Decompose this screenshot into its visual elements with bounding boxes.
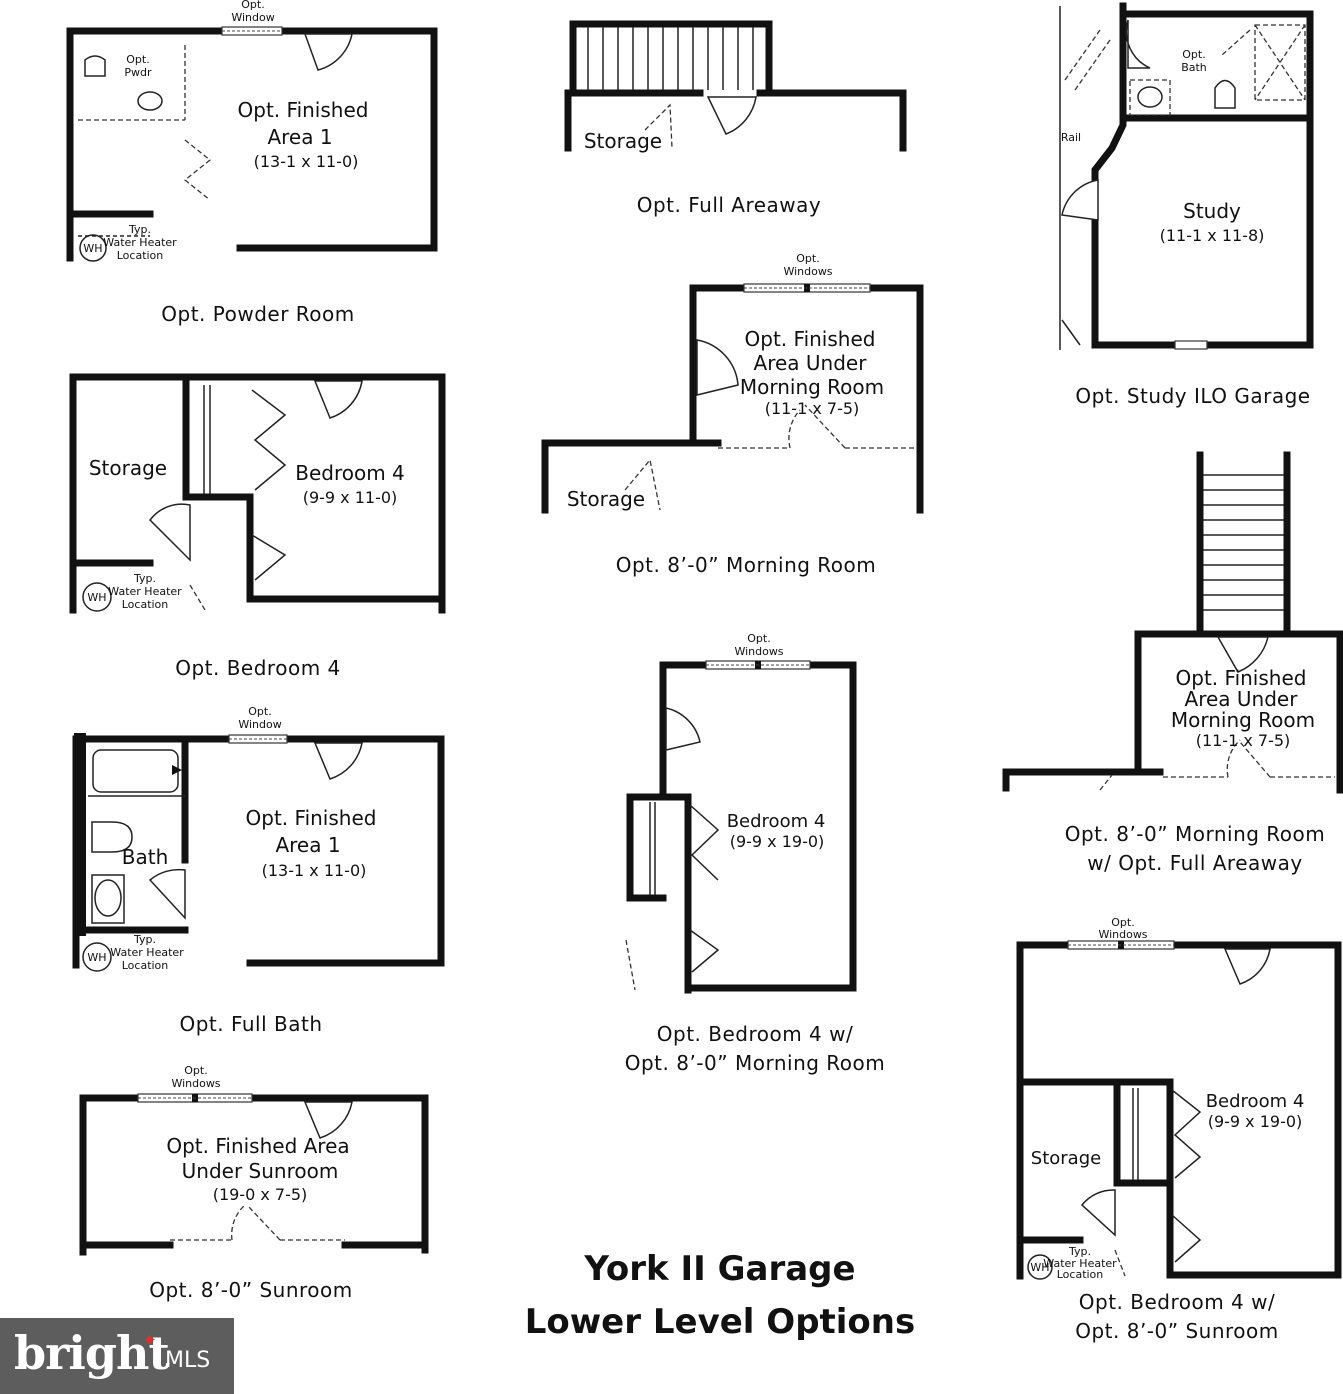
study-bath-label-2: Bath [1181, 61, 1207, 74]
bed4-sunroom-wh-typ: Typ. [1068, 1245, 1091, 1258]
logo-wordmark: bright [14, 1326, 170, 1380]
bed4-sunroom-room-name: Bedroom 4 [1206, 1091, 1305, 1112]
sheet-title-line-1: York II Garage [583, 1249, 855, 1289]
plan-study-ilo-garage: Opt. Bath Rail Study (11-1 x 11-8) Opt. … [1059, 2, 1314, 408]
caption-powder-room: Opt. Powder Room [161, 302, 354, 326]
powder-wh-text: Water Heater [103, 236, 177, 249]
powder-window-label: Opt. [241, 0, 264, 11]
morning-storage-label: Storage [567, 487, 645, 511]
plan-full-bath: Opt. Window Bath Opt. Finished Area 1 (1… [72, 705, 445, 1036]
bed4-sunroom-wh-text: Water Heater [1043, 1257, 1117, 1270]
fullbath-room-name-2: Area 1 [275, 833, 340, 857]
powder-wh-typ: Typ. [128, 223, 151, 236]
fullbath-wh-location: Location [122, 959, 169, 972]
study-bath-label: Opt. [1182, 48, 1205, 61]
bedroom4-room-dims: (9-9 x 11-0) [303, 488, 398, 507]
morning-areaway-room-line-3: Morning Room [1171, 708, 1315, 732]
caption-bed4-morning-line-1: Opt. Bedroom 4 w/ [657, 1022, 854, 1046]
morning-room-line-2: Area Under [754, 351, 868, 375]
bed4-sunroom-window-label: Opt. [1111, 916, 1134, 929]
bedroom4-wh-location: Location [122, 598, 169, 611]
morning-room-dims: (11-1 x 7-5) [765, 399, 860, 418]
caption-bedroom-4: Opt. Bedroom 4 [175, 656, 341, 680]
plan-bedroom4-sunroom: Opt. Windows Bedroom 4 (9-9 x 19-0) Stor… [1016, 916, 1342, 1343]
fullbath-wh-text: Water Heater [110, 946, 184, 959]
fullbath-bath-label: Bath [122, 845, 169, 869]
powder-pwdr-label-2: Pwdr [124, 66, 152, 79]
bright-mls-logo: bright ✦ MLS [0, 1318, 234, 1394]
sheet-title-line-2: Lower Level Options [525, 1302, 916, 1342]
study-room-dims: (11-1 x 11-8) [1160, 226, 1265, 245]
bed4-sunroom-window-label-2: Windows [1098, 928, 1147, 941]
caption-bed4-sunroom-line-2: Opt. 8’-0” Sunroom [1075, 1319, 1279, 1343]
fullbath-window-label: Opt. [248, 705, 271, 718]
fullbath-wh-symbol: WH [87, 951, 106, 964]
plan-morning-room-areaway: Opt. Finished Area Under Morning Room (1… [1002, 451, 1343, 875]
morning-window-label-2: Windows [783, 265, 832, 278]
morning-areaway-room-dims: (11-1 x 7-5) [1196, 731, 1291, 750]
caption-morning-room: Opt. 8’-0” Morning Room [616, 553, 877, 577]
bed4-morning-window-label: Opt. [747, 632, 770, 645]
sunroom-window-label-2: Windows [171, 1077, 220, 1090]
caption-full-areaway: Opt. Full Areaway [637, 193, 822, 217]
powder-room-dims: (13-1 x 11-0) [254, 152, 359, 171]
morning-room-line-1: Opt. Finished [745, 327, 876, 351]
bedroom4-wh-symbol: WH [87, 591, 106, 604]
fullbath-window-label-2: Window [238, 718, 281, 731]
bedroom4-room-name: Bedroom 4 [295, 461, 405, 485]
study-rail-label: Rail [1061, 131, 1081, 144]
plan-bedroom-4: Storage Bedroom 4 (9-9 x 11-0) Typ. Wate… [69, 373, 446, 680]
powder-room-name: Opt. Finished [238, 98, 369, 122]
sunroom-room-dims: (19-0 x 7-5) [213, 1185, 308, 1204]
powder-wh-symbol: WH [83, 242, 102, 255]
bed4-morning-room-dims: (9-9 x 19-0) [730, 832, 825, 851]
bedroom4-storage-label: Storage [89, 456, 167, 480]
powder-room-name-2: Area 1 [267, 125, 332, 149]
bed4-sunroom-wh-symbol: WH [1030, 1261, 1049, 1274]
bed4-sunroom-wh-location: Location [1057, 1268, 1104, 1281]
powder-wh-location: Location [117, 249, 164, 262]
bedroom4-wh-typ: Typ. [133, 572, 156, 585]
caption-bed4-morning-line-2: Opt. 8’-0” Morning Room [625, 1051, 886, 1075]
sunroom-window-label: Opt. [184, 1064, 207, 1077]
plan-full-areaway: Storage Opt. Full Areaway [564, 20, 907, 217]
plan-morning-room: Opt. Windows Opt. Finished Area Under Mo… [541, 252, 924, 577]
bed4-sunroom-room-dims: (9-9 x 19-0) [1208, 1112, 1303, 1131]
sunroom-room-line-1: Opt. Finished Area [166, 1134, 349, 1158]
caption-full-bath: Opt. Full Bath [179, 1012, 322, 1036]
plan-bedroom4-morning-room: Opt. Windows Bedroom 4 (9-9 x 19-0) Opt.… [625, 632, 886, 1075]
caption-morning-areaway-line-1: Opt. 8’-0” Morning Room [1065, 822, 1326, 846]
powder-pwdr-label: Opt. [126, 53, 149, 66]
areaway-storage-label: Storage [584, 129, 662, 153]
caption-morning-areaway-line-2: w/ Opt. Full Areaway [1087, 851, 1302, 875]
bed4-morning-window-label-2: Windows [734, 645, 783, 658]
fullbath-room-dims: (13-1 x 11-0) [262, 861, 367, 880]
caption-study-ilo-garage: Opt. Study ILO Garage [1075, 384, 1310, 408]
powder-window-label-2: Window [231, 11, 274, 24]
morning-areaway-room-line-1: Opt. Finished [1176, 666, 1307, 690]
bedroom4-wh-text: Water Heater [108, 585, 182, 598]
logo-mls-text: MLS [165, 1348, 211, 1373]
morning-window-label: Opt. [796, 252, 819, 265]
caption-sunroom: Opt. 8’-0” Sunroom [149, 1278, 353, 1302]
morning-areaway-room-line-2: Area Under [1185, 687, 1299, 711]
study-room-name: Study [1183, 199, 1241, 223]
caption-bed4-sunroom-line-1: Opt. Bedroom 4 w/ [1079, 1290, 1276, 1314]
fullbath-room-name: Opt. Finished [246, 806, 377, 830]
fullbath-wh-typ: Typ. [133, 933, 156, 946]
plan-powder-room: Opt. Window Opt. Pwdr Opt. Finished Area… [66, 0, 438, 326]
bed4-sunroom-storage-label: Storage [1031, 1148, 1101, 1169]
logo-spark-icon: ✦ [142, 1330, 158, 1351]
plan-sunroom: Opt. Windows Opt. Finished Area Under Su… [79, 1064, 429, 1302]
sunroom-room-line-2: Under Sunroom [182, 1159, 339, 1183]
morning-room-line-3: Morning Room [740, 375, 884, 399]
bed4-morning-room-name: Bedroom 4 [727, 811, 826, 832]
